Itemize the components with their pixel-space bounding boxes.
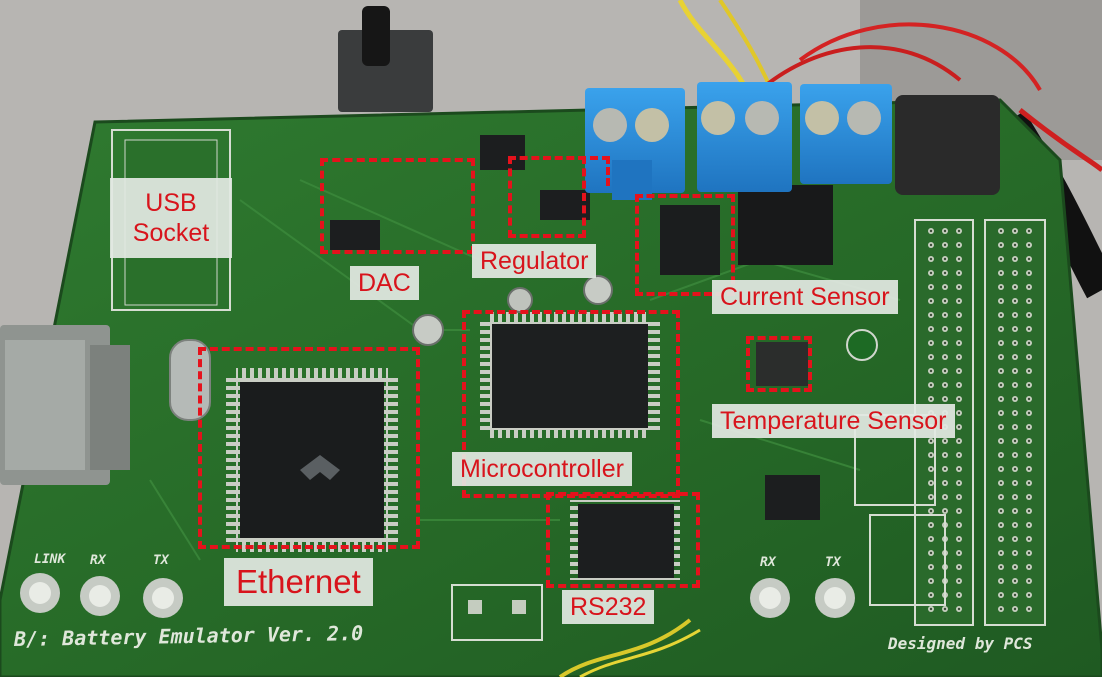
rs232-ic	[578, 504, 674, 578]
dac-highlight-box	[320, 158, 475, 254]
designer-credit: Designed by PCS	[888, 634, 1033, 653]
led-label-rx-right: RX	[760, 555, 776, 570]
current-sensor-ic	[660, 205, 720, 275]
microcontroller-label: Microcontroller	[452, 452, 632, 486]
terminal-blocks	[585, 82, 892, 200]
temperature-sensor-ic	[756, 342, 808, 386]
regulator-label: Regulator	[472, 244, 597, 278]
microcontroller-highlight-box	[462, 310, 680, 498]
status-leds-left	[20, 573, 183, 618]
rs232-highlight-box	[546, 492, 700, 588]
led-label-tx-right: TX	[825, 555, 841, 570]
dac-ic	[330, 220, 380, 250]
usb-label-line1: USB	[145, 189, 197, 217]
dac-label: DAC	[350, 266, 419, 300]
led-label-tx-left: TX	[153, 553, 169, 568]
rs232-label: RS232	[562, 590, 655, 624]
temperature-sensor-highlight-box	[746, 336, 812, 392]
ethernet-ic	[240, 382, 384, 538]
regulator-highlight-box-left	[508, 156, 586, 238]
push-switch	[338, 30, 433, 112]
temperature-sensor-label: Temperature Sensor	[712, 404, 955, 438]
status-leds-right	[750, 578, 855, 618]
usb-label-line2: Socket	[132, 219, 210, 247]
led-label-link: LINK	[34, 552, 66, 567]
regulator-ic	[540, 190, 590, 220]
regulator-highlight-box-top	[578, 156, 610, 186]
led-label-rx-left: RX	[90, 553, 106, 568]
large-ic	[738, 185, 833, 265]
dc-jack	[895, 95, 1000, 195]
current-sensor-label: Current Sensor	[712, 280, 898, 314]
ethernet-label: Ethernet	[224, 558, 373, 606]
microcontroller-ic	[492, 324, 648, 428]
current-sensor-highlight-box	[635, 194, 735, 296]
usb-socket-label: USB Socket	[110, 178, 232, 258]
red-wire	[798, 22, 1042, 91]
ethernet-highlight-box	[198, 347, 420, 549]
